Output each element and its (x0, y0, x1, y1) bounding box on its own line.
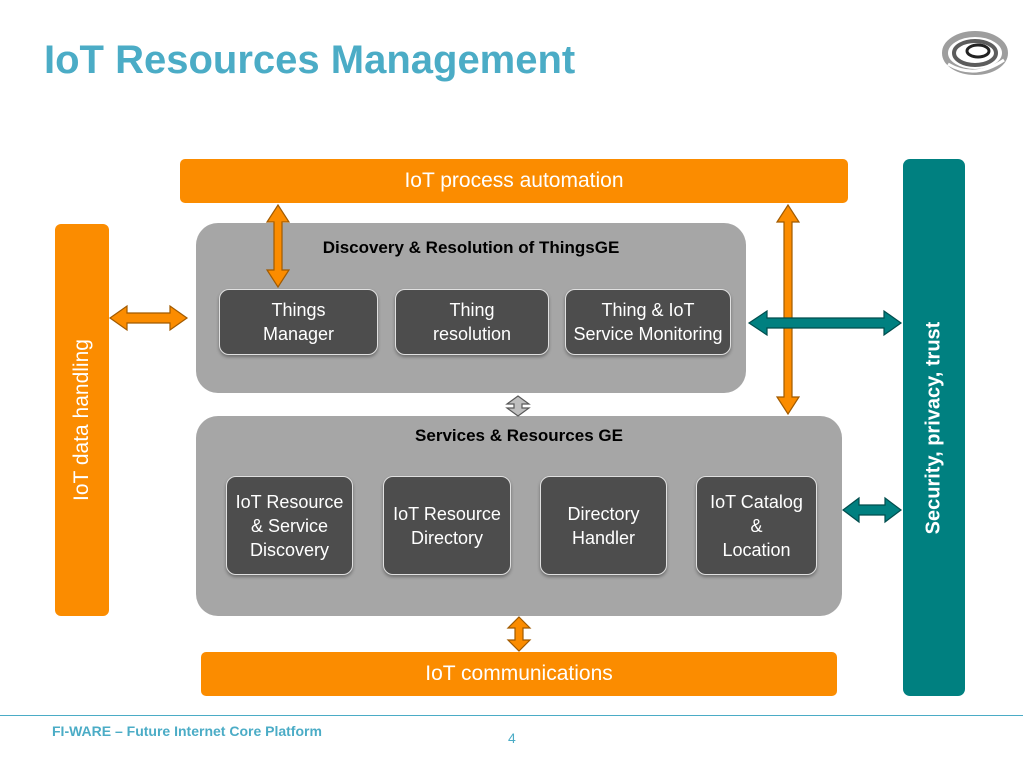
double-arrow-icon (747, 309, 903, 337)
footer-divider (0, 715, 1023, 716)
directory-handler-box: Directory Handler (540, 476, 667, 575)
page-number: 4 (508, 730, 516, 746)
thing-resolution-box: Thing resolution (395, 289, 549, 355)
services-resources-title: Services & Resources GE (415, 426, 623, 445)
iot-communications-label: IoT communications (425, 662, 613, 685)
iot-data-handling-layer: IoT data handling (55, 224, 109, 616)
double-arrow-icon (505, 395, 531, 417)
double-arrow-icon (108, 304, 189, 332)
slide-title: IoT Resources Management (44, 38, 576, 82)
iot-process-automation-label: IoT process automation (404, 169, 624, 192)
iot-resource-service-discovery-box: IoT Resource & Service Discovery (226, 476, 353, 575)
iot-catalog-location-box: IoT Catalog & Location (696, 476, 817, 575)
fi-ware-logo-icon (942, 31, 1008, 75)
iot-resource-directory-box: IoT Resource Directory (383, 476, 511, 575)
double-arrow-icon (265, 203, 291, 289)
discovery-resolution-title: Discovery & Resolution of ThingsGE (322, 238, 620, 257)
thing-iot-service-monitoring-box: Thing & IoT Service Monitoring (565, 289, 731, 355)
things-manager-box: Things Manager (219, 289, 378, 355)
double-arrow-icon (506, 616, 532, 652)
double-arrow-icon (775, 203, 801, 416)
double-arrow-icon (842, 496, 902, 524)
footer-text: FI-WARE – Future Internet Core Platform (52, 723, 322, 739)
security-privacy-trust-layer: Security, privacy, trust (903, 159, 965, 696)
iot-communications-layer: IoT communications (201, 652, 837, 696)
iot-process-automation-layer: IoT process automation (180, 159, 848, 203)
